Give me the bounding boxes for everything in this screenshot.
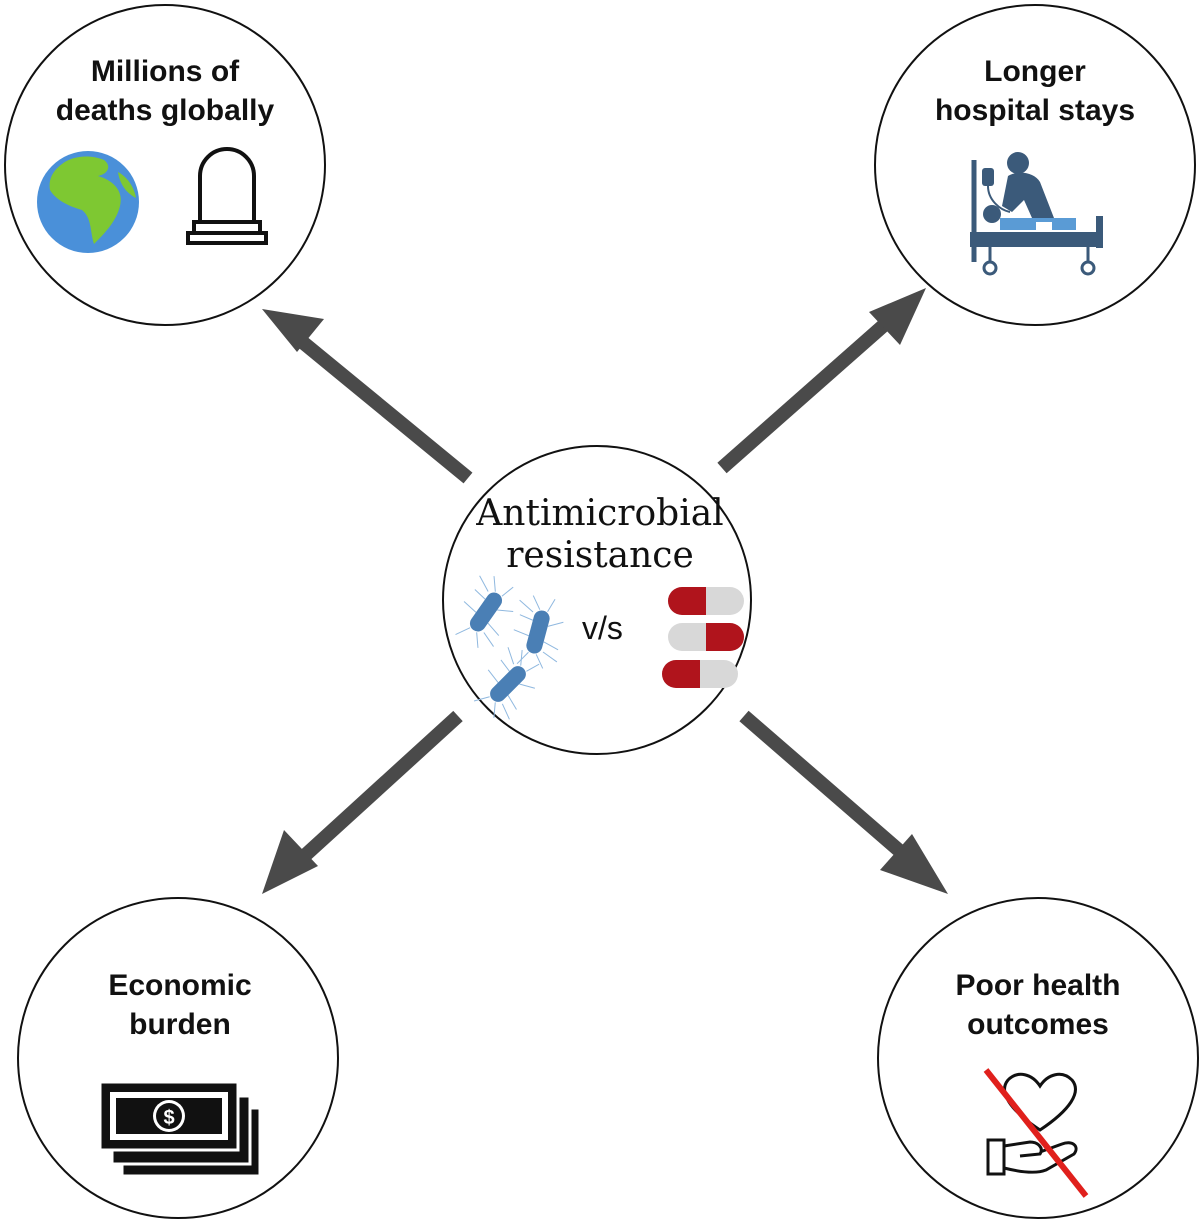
svg-text:$: $ [163,1107,174,1129]
node-health-line2: outcomes [967,1008,1109,1041]
arrow-to-hospital [717,288,926,474]
arrow-to-deaths [262,309,473,484]
node-hospital-line1: Longer [984,55,1086,88]
node-hospital-label: Longer hospital stays [885,52,1185,130]
node-deaths-line2: deaths globally [55,94,275,127]
center-title-line2: resistance [506,535,694,576]
node-deaths-label: Millions of deaths globally [15,52,315,130]
hospital-bed-icon [970,152,1103,276]
node-deaths-line1: Millions of [90,55,240,88]
arrow-to-health [739,710,948,894]
node-economic-line2: burden [129,1008,231,1041]
arrow-to-economic [262,710,463,894]
globe-icon [37,151,139,253]
node-hospital-circle [874,4,1196,326]
crossed-heart-hand-icon [983,1068,1089,1198]
versus-label: v/s [582,610,623,646]
node-economic-line1: Economic [108,969,252,1002]
money-stack-icon: $ [98,1080,262,1178]
pill-capsules-icon [662,587,744,688]
node-health-line1: Poor health [955,969,1121,1002]
node-hospital-line2: hospital stays [934,94,1136,127]
node-health-label: Poor health outcomes [888,966,1188,1044]
center-title: Antimicrobial resistance [450,493,750,577]
tombstone-icon [186,147,268,245]
node-economic-label: Economic burden [30,966,330,1044]
center-title-line1: Antimicrobial [476,493,724,534]
node-health-circle [877,897,1199,1219]
